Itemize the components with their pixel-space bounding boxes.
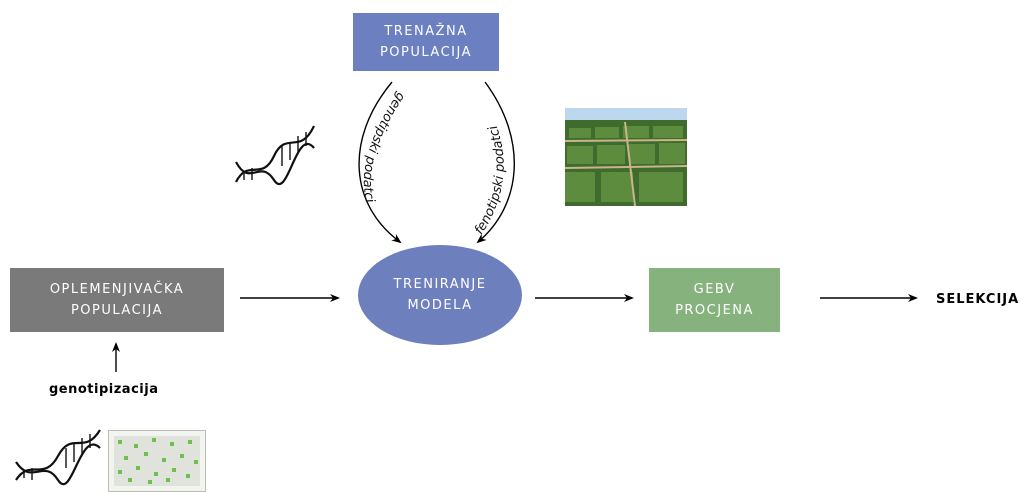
training-population-box: TRENAŽNA POPULACIJA xyxy=(353,13,499,71)
model-training-ellipse: TRENIRANJE MODELA xyxy=(358,245,522,345)
field-plots-photo xyxy=(565,108,687,206)
dna-helix-icon-bottom xyxy=(15,429,101,485)
snp-array-chip-icon xyxy=(108,430,206,492)
genotypic-data-arrow xyxy=(358,81,402,244)
phenotypic-data-label: fenotipski podatci xyxy=(472,123,508,237)
selection-label: SELEKCIJA xyxy=(936,292,1020,307)
gebv-estimate-box: GEBV PROCJENA xyxy=(649,268,780,332)
breeding-population-box: OPLEMENJIVAČKA POPULACIJA xyxy=(10,268,224,332)
phenotypic-data-arrow xyxy=(476,81,515,244)
dna-helix-icon xyxy=(235,125,315,185)
genotypic-data-label: genotipski podatci xyxy=(360,89,408,204)
genotyping-label: genotipizacija xyxy=(49,382,159,397)
